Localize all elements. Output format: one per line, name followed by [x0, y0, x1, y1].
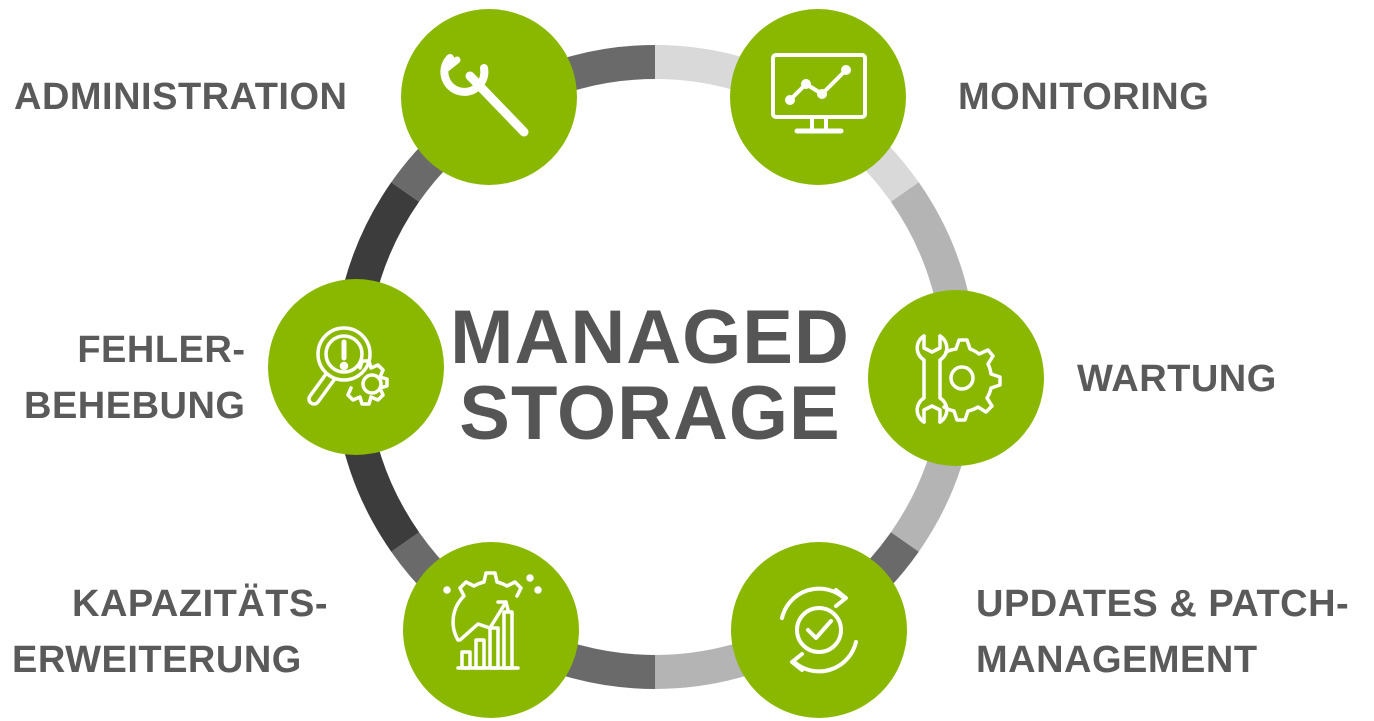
ring-segment [343, 182, 420, 293]
label-fehler: FEHLER- BEHEBUNG [24, 322, 246, 434]
monitor-chart-icon [771, 53, 867, 134]
updates-node [731, 542, 907, 718]
center-title-line-1: MANAGED [450, 295, 850, 380]
growth-gear-icon [443, 571, 542, 670]
label-fehler-line-1: FEHLER- [77, 329, 246, 371]
magnifier-gear-icon [307, 326, 389, 406]
label-updates: UPDATES & PATCH- MANAGEMENT [976, 576, 1349, 688]
refresh-check-icon [780, 586, 858, 674]
label-monitoring-line-1: MONITORING [958, 76, 1210, 118]
label-kapazitaet-line-1: KAPAZITÄTS- [72, 583, 328, 625]
label-administration-line-1: ADMINISTRATION [14, 76, 348, 118]
label-wartung-line-1: WARTUNG [1077, 358, 1277, 400]
label-fehler-line-2: BEHEBUNG [24, 385, 246, 427]
label-updates-line-1: UPDATES & PATCH- [976, 583, 1350, 625]
label-kapazitaet-line-2: ERWEITERUNG [12, 639, 302, 681]
label-updates-line-2: MANAGEMENT [976, 639, 1258, 681]
center-title: MANAGED STORAGE [440, 300, 860, 452]
wrench-icon [440, 54, 529, 137]
label-administration: ADMINISTRATION [14, 69, 348, 125]
label-kapazitaet: KAPAZITÄTS- ERWEITERUNG [12, 576, 328, 688]
center-title-line-2: STORAGE [459, 371, 841, 456]
label-wartung: WARTUNG [1077, 351, 1277, 407]
wartung-node [868, 290, 1044, 466]
wrench-gear-icon [915, 334, 1002, 424]
label-monitoring: MONITORING [958, 69, 1209, 125]
